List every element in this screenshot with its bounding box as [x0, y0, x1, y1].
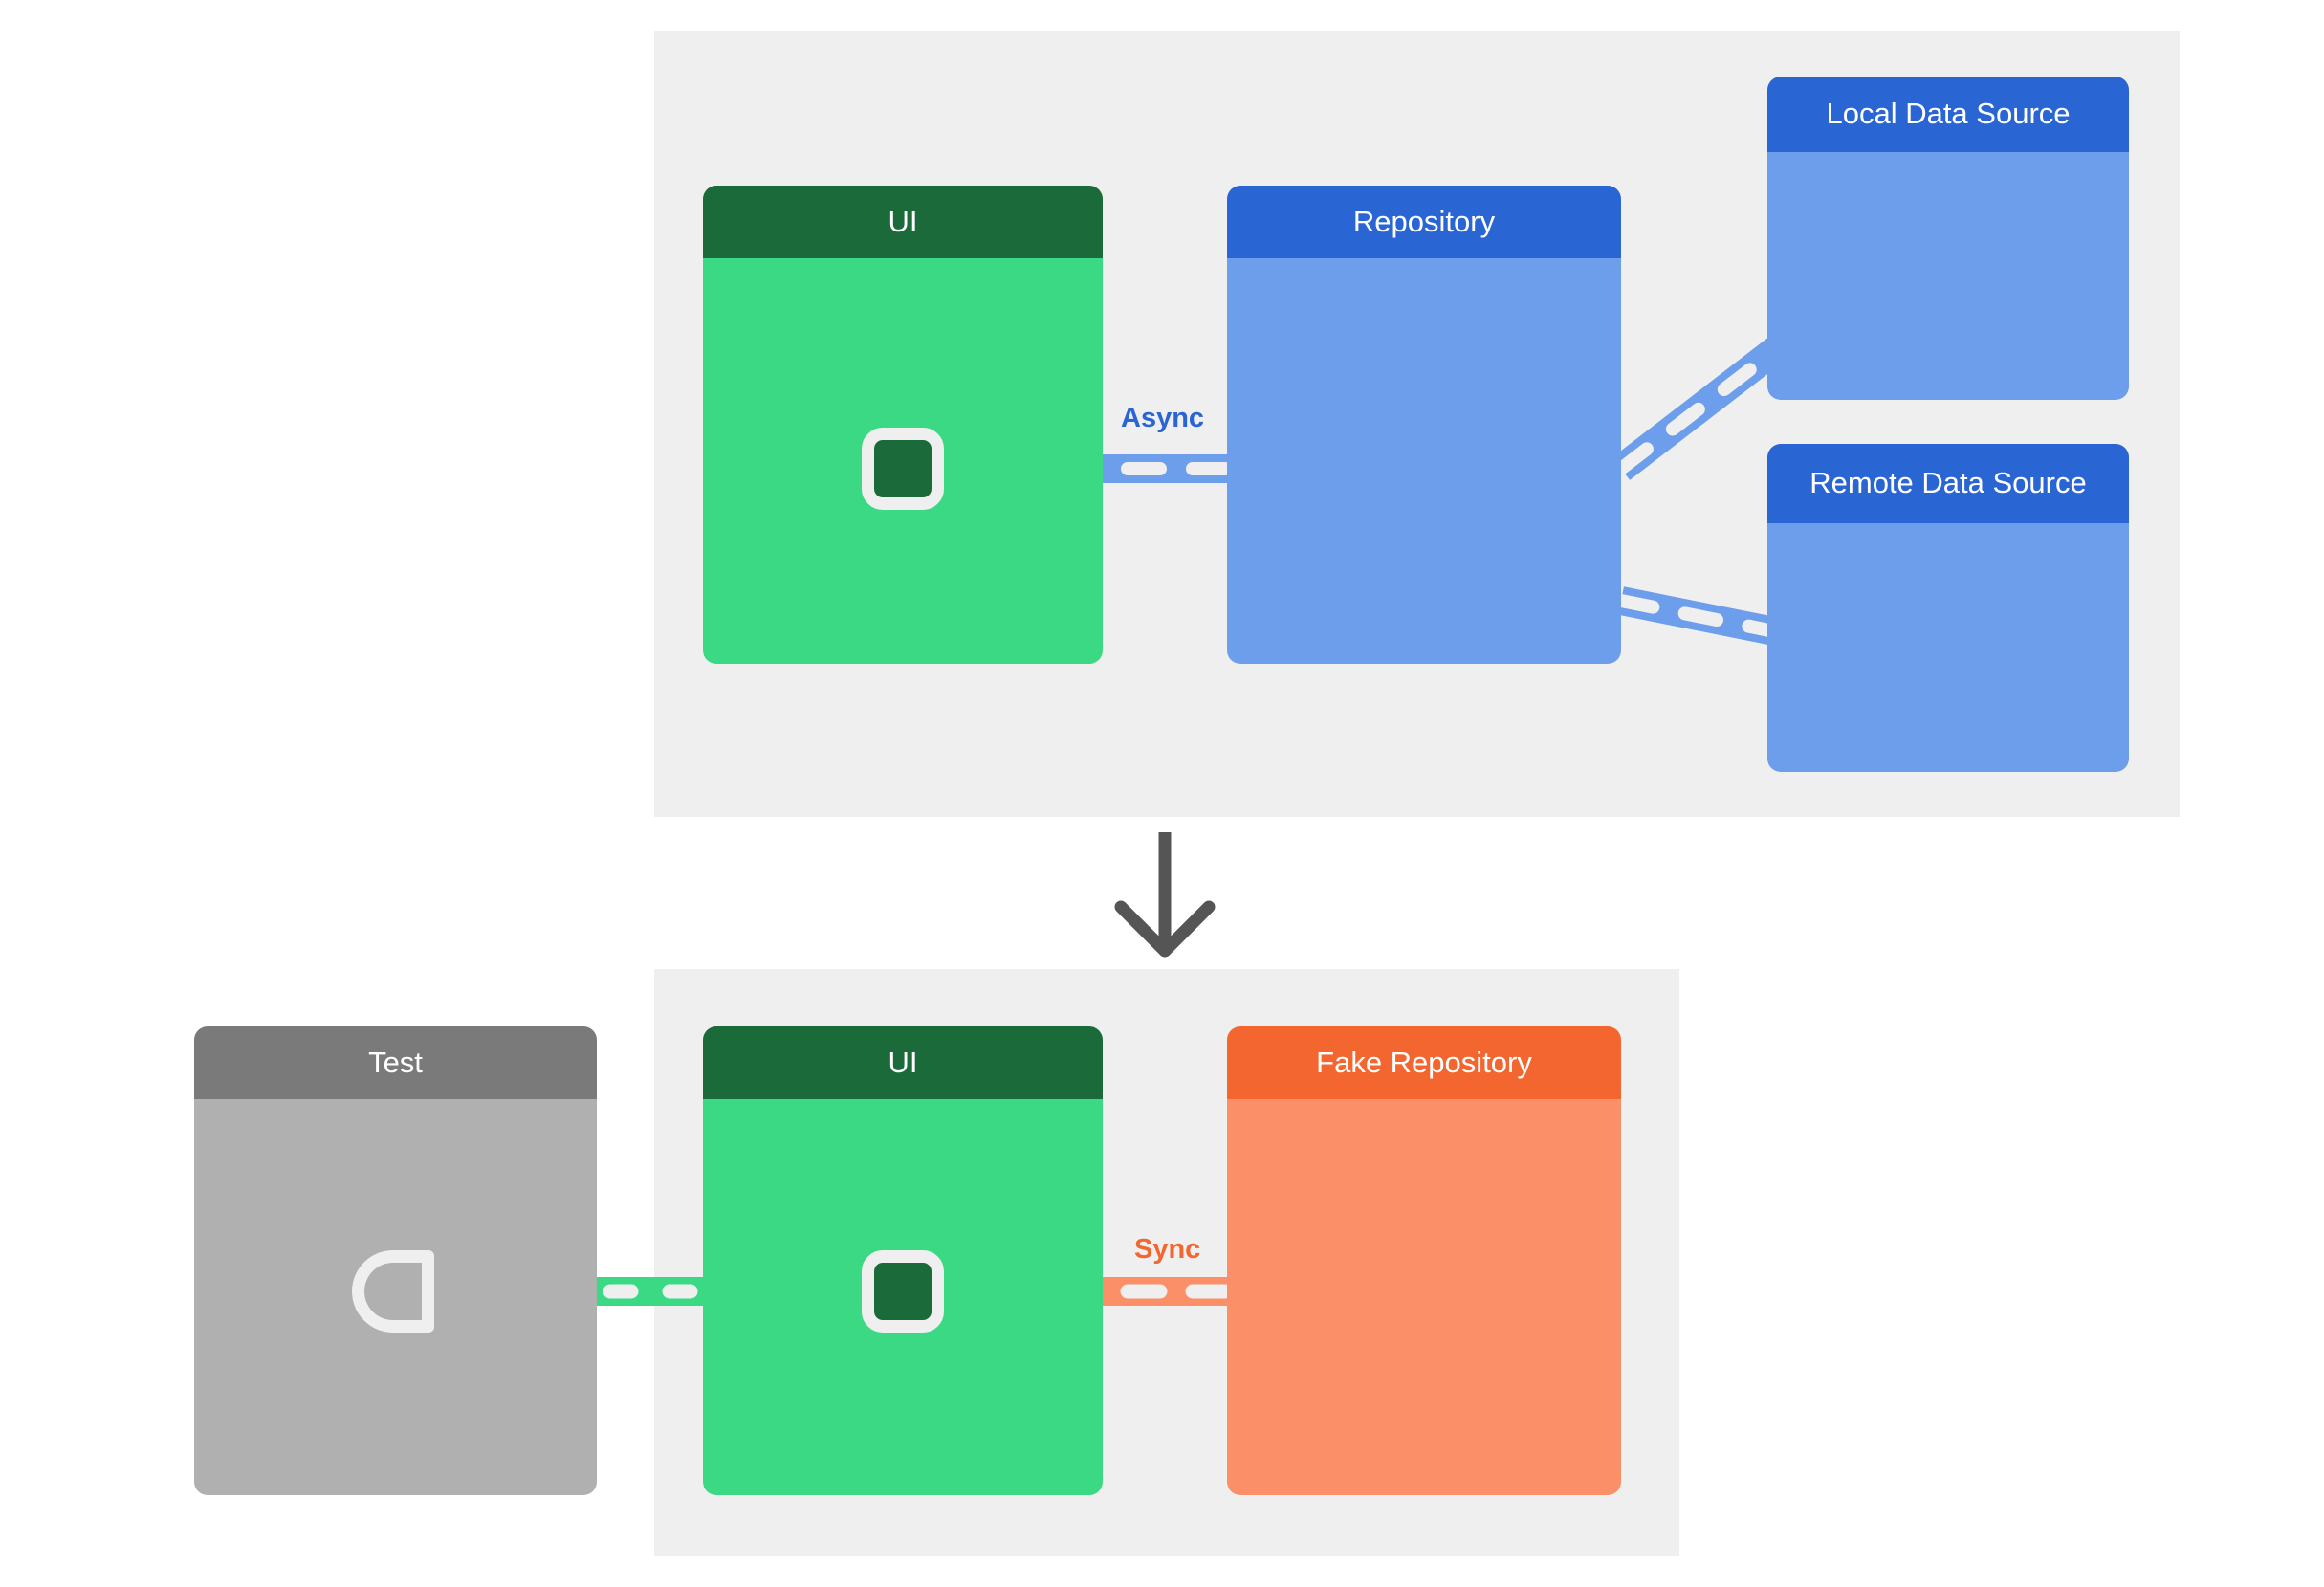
node-repository[interactable]: Repository	[1227, 186, 1621, 664]
node-repository-title: Repository	[1227, 186, 1621, 258]
node-test-title: Test	[194, 1026, 597, 1099]
node-local-data-source-body	[1767, 152, 2129, 400]
socket-icon-test	[352, 1250, 434, 1333]
node-ui-production[interactable]: UI	[703, 186, 1103, 664]
edge-label-async: Async	[1121, 403, 1205, 433]
node-ui-test[interactable]: UI	[703, 1026, 1103, 1495]
node-remote-data-source-body	[1767, 523, 2129, 772]
edge-label-sync: Sync	[1134, 1234, 1201, 1265]
node-repository-body	[1227, 258, 1621, 664]
node-remote-data-source-title: Remote Data Source	[1767, 444, 2129, 523]
node-fake-repository-body	[1227, 1099, 1621, 1495]
plug-icon-ui-production	[862, 428, 944, 510]
plug-icon-ui-test	[862, 1250, 944, 1333]
node-ui-production-title: UI	[703, 186, 1103, 258]
node-local-data-source-title: Local Data Source	[1767, 77, 2129, 152]
node-fake-repository-title: Fake Repository	[1227, 1026, 1621, 1099]
arrow-down-icon	[1114, 832, 1216, 958]
node-ui-test-title: UI	[703, 1026, 1103, 1099]
node-remote-data-source[interactable]: Remote Data Source	[1767, 444, 2129, 772]
node-fake-repository[interactable]: Fake Repository	[1227, 1026, 1621, 1495]
node-local-data-source[interactable]: Local Data Source	[1767, 77, 2129, 400]
